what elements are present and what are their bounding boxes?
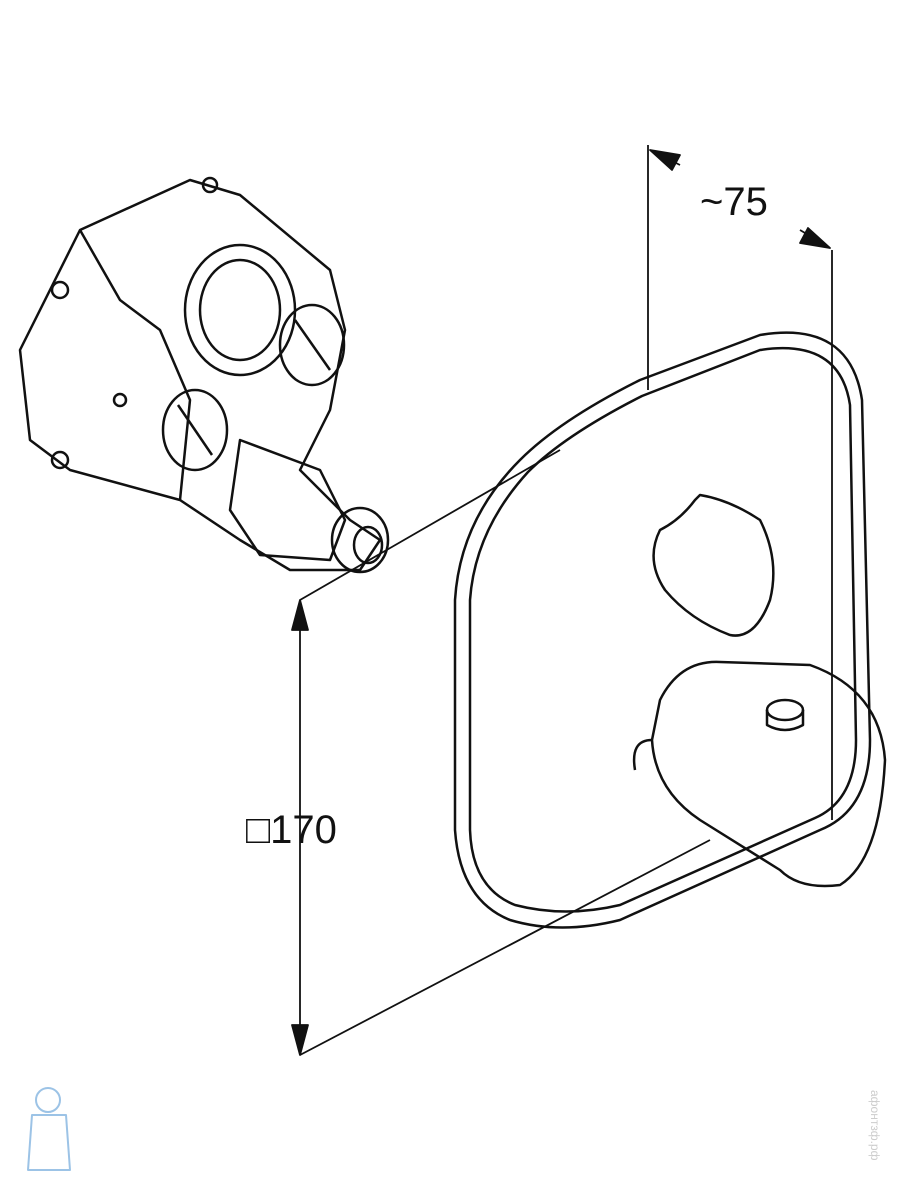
diverter-knob <box>652 493 775 637</box>
brand-logo <box>27 1087 71 1171</box>
watermark: афонтзф.рф <box>868 1090 882 1161</box>
valve-body <box>18 176 390 574</box>
thermostat-handle <box>632 660 887 888</box>
depth-dimension-label: ~75 <box>700 180 768 224</box>
size-dimension-label: □170 <box>246 808 337 852</box>
cover-plate <box>453 331 872 929</box>
dimension-lines <box>291 145 833 1056</box>
